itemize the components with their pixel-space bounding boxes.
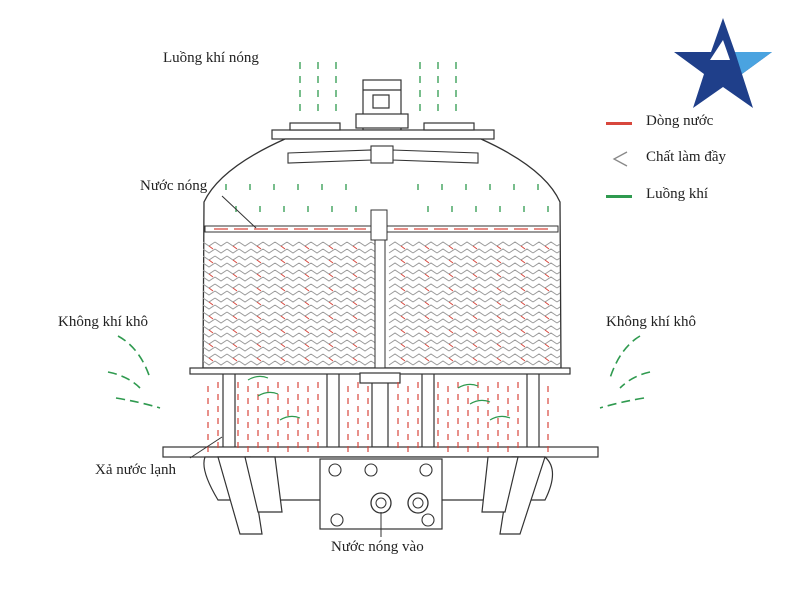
water-streaks bbox=[207, 382, 549, 452]
fill-chevron-row bbox=[203, 262, 560, 268]
fill-water-marks bbox=[208, 329, 550, 334]
fill-chevron-row bbox=[203, 346, 560, 352]
hex-nut-icon bbox=[419, 463, 433, 477]
air-intake-arrow bbox=[609, 335, 641, 379]
fill-chevron-row bbox=[203, 360, 560, 366]
fill-chevron-row bbox=[203, 332, 560, 338]
fill-chevron-row bbox=[203, 248, 560, 254]
label-cold-water-drain: Xả nước lạnh bbox=[95, 462, 177, 478]
fill-chevron-row bbox=[203, 304, 560, 310]
fill-chevron-row bbox=[203, 290, 560, 296]
fill-water-marks bbox=[208, 357, 550, 362]
air-intake-arrow bbox=[107, 371, 141, 389]
air-intake-arrow bbox=[599, 397, 645, 409]
fill-water-marks bbox=[208, 259, 550, 264]
fill-chevron-row bbox=[203, 276, 560, 282]
hex-nut-icon bbox=[364, 463, 378, 477]
fan-motor bbox=[355, 79, 409, 131]
fill-water-marks bbox=[208, 315, 550, 320]
hex-nut-icon bbox=[421, 513, 435, 527]
air-intake-arrow bbox=[117, 335, 151, 379]
inlet-pipe-core bbox=[412, 497, 424, 509]
legend-label: Dòng nước bbox=[646, 113, 714, 129]
air-intake-arrow bbox=[619, 371, 651, 389]
label-hot-water-in: Nước nóng vào bbox=[331, 539, 424, 555]
label-hot-air-out: Luồng khí nóng bbox=[163, 50, 259, 66]
air-intake-arrow bbox=[115, 397, 161, 409]
fill-water-marks bbox=[208, 245, 550, 250]
fill-media bbox=[203, 241, 560, 366]
label-dry-air-left: Không khí khô bbox=[58, 314, 148, 330]
hex-nut-icon bbox=[330, 513, 344, 527]
legend-label: Luồng khí bbox=[646, 186, 709, 202]
support-legs bbox=[217, 456, 546, 535]
inlet-pipe-core bbox=[375, 497, 387, 509]
fill-chevron-row bbox=[203, 318, 560, 324]
fan-blades bbox=[287, 145, 479, 164]
fill-water-marks bbox=[208, 273, 550, 278]
label-hot-water: Nước nóng bbox=[140, 178, 208, 194]
air-inlet-frame bbox=[189, 367, 571, 448]
fill-water-marks bbox=[208, 287, 550, 292]
water-line-icon bbox=[606, 122, 632, 125]
label-dry-air-right: Không khí khô bbox=[606, 314, 696, 330]
star-logo-icon bbox=[674, 18, 772, 108]
inlet-air-curves bbox=[247, 375, 511, 421]
air-line-icon bbox=[606, 195, 632, 198]
fill-water-marks bbox=[208, 343, 550, 348]
leader-lines bbox=[189, 195, 382, 537]
hex-nut-icon bbox=[328, 463, 342, 477]
chevron-left-icon bbox=[612, 151, 628, 167]
fill-water-marks bbox=[208, 301, 550, 306]
air-dashes bbox=[225, 62, 549, 212]
legend-label: Chất làm đầy bbox=[646, 149, 726, 165]
flow-marks bbox=[107, 62, 651, 452]
